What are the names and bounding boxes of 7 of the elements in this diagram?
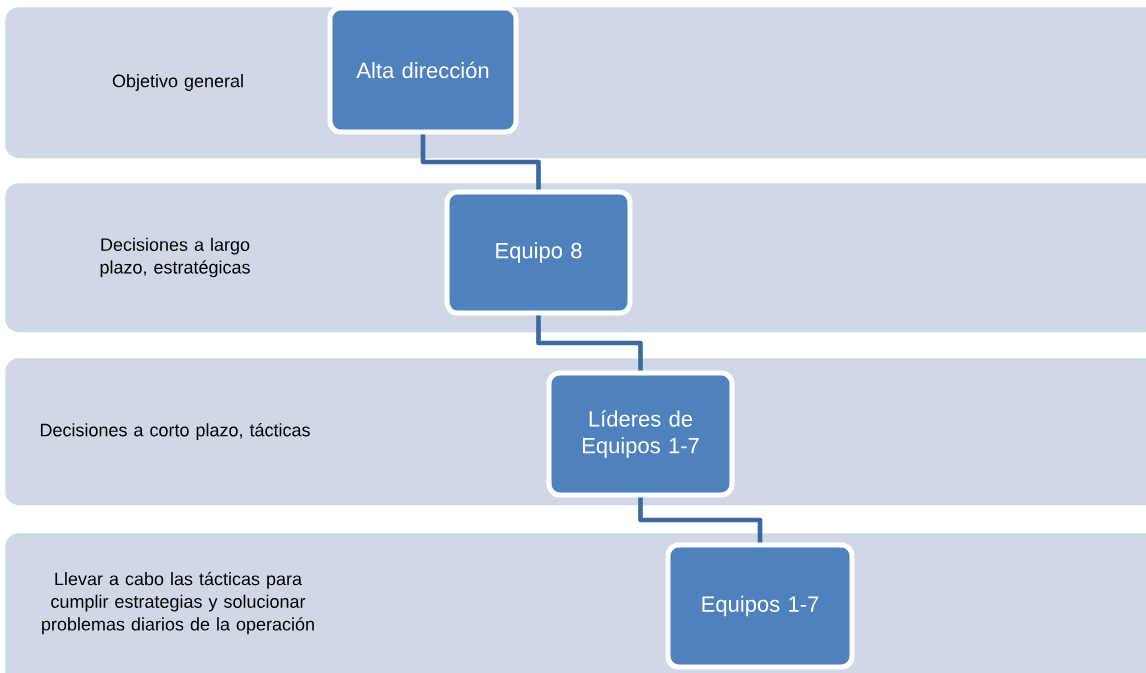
connector-line bbox=[536, 315, 643, 371]
connector-line bbox=[420, 134, 541, 190]
process-box: Alta dirección bbox=[327, 5, 519, 135]
process-box: Líderes de Equipos 1-7 bbox=[546, 370, 735, 498]
process-box: Equipos 1-7 bbox=[665, 542, 855, 670]
process-box: Equipo 8 bbox=[444, 189, 633, 316]
connector-line bbox=[638, 497, 763, 543]
